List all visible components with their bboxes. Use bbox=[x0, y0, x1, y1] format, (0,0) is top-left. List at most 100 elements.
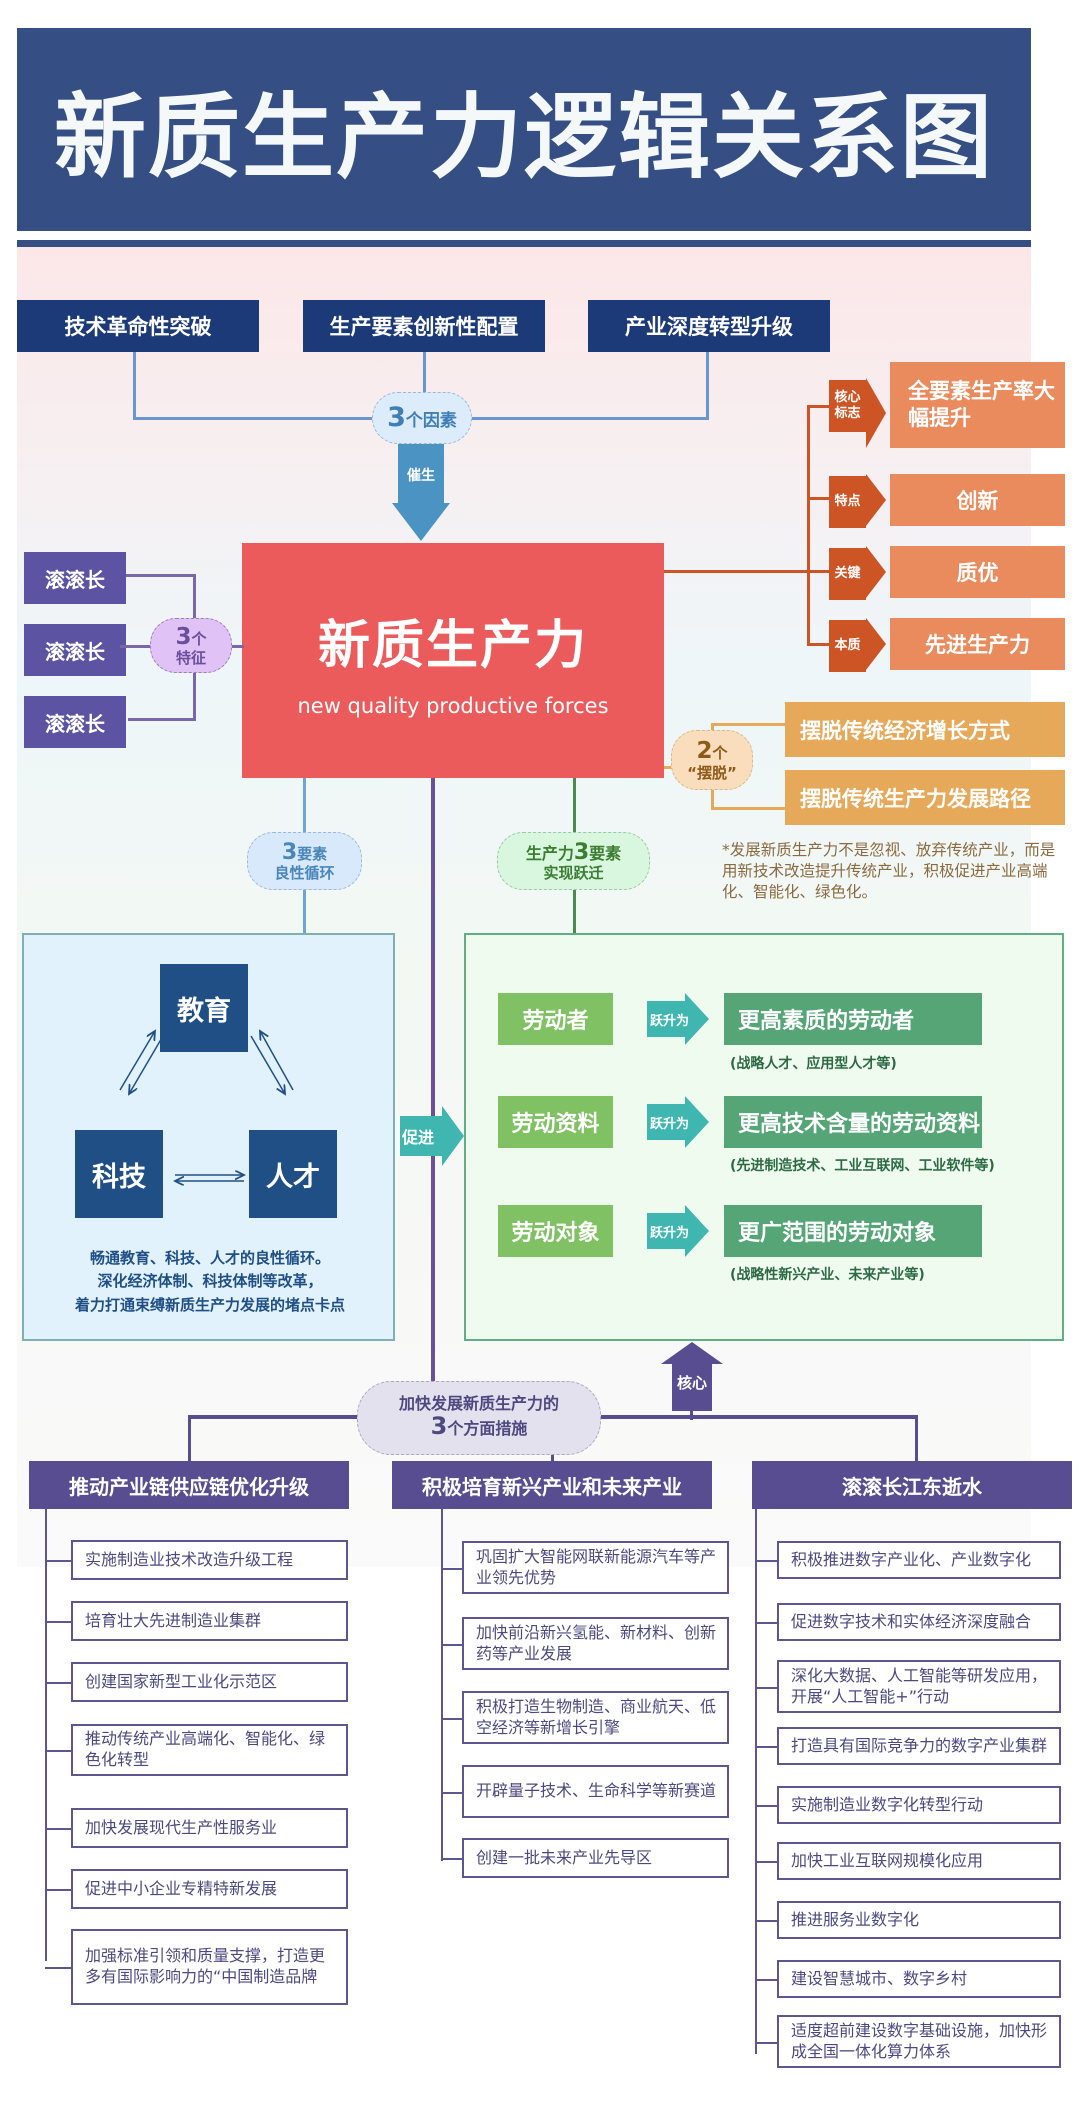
tree-branch bbox=[45, 1750, 71, 1752]
attribute-label-4: 本质 bbox=[829, 620, 866, 672]
tree-branch bbox=[45, 1621, 71, 1623]
catalyze-label: 催生 bbox=[407, 468, 435, 484]
bubble-label: 良性循环 bbox=[274, 864, 335, 883]
tree-branch bbox=[755, 2041, 777, 2044]
tree-line bbox=[441, 1509, 443, 1861]
tree-branch bbox=[755, 1979, 777, 1981]
arrow-talent-to-edu bbox=[260, 1031, 294, 1091]
factor-box-1: 技术革命性突破 bbox=[17, 300, 259, 352]
measure-head-1: 推动产业链供应链优化升级 bbox=[29, 1461, 349, 1509]
factor-box-2: 生产要素创新性配置 bbox=[303, 300, 545, 352]
connector-line bbox=[706, 352, 709, 420]
connector-line bbox=[664, 570, 810, 573]
breakaway-bubble: 2个 “摆脱” bbox=[671, 730, 753, 790]
measure-item: 加快前沿新兴氢能、新材料、创新药等产业发展 bbox=[462, 1617, 729, 1670]
measures-bubble: 加快发展新质生产力的 3个方面措施 bbox=[357, 1381, 601, 1455]
breakaway-item-2: 摆脱传统生产力发展路径 bbox=[785, 770, 1065, 825]
measure-item: 打造具有国际竞争力的数字产业集群 bbox=[777, 1727, 1061, 1765]
leap-bubble: 生产力3要素 实现跃迁 bbox=[497, 832, 650, 890]
connector-line bbox=[120, 645, 150, 648]
tree-branch bbox=[755, 1746, 777, 1748]
bubble-number: 3 bbox=[281, 839, 298, 865]
catalyze-arrow-shaft bbox=[398, 444, 444, 504]
bubble-number: 3 bbox=[175, 623, 192, 650]
features-bubble: 3个 特征 bbox=[150, 618, 232, 673]
cycle-arrows bbox=[119, 933, 294, 1341]
measure-item: 建设智慧城市、数字乡村 bbox=[777, 1960, 1061, 1998]
connector-line bbox=[915, 1415, 918, 1463]
labor-target-1: 更高素质的劳动者 bbox=[724, 993, 982, 1045]
measure-item: 加强标准引领和质量支撑，打造更多有国际影响力的“中国制造品牌 bbox=[71, 1929, 348, 2005]
labor-note-3: (战略性新兴产业、未来产业等) bbox=[730, 1267, 925, 1283]
tree-branch bbox=[441, 1858, 462, 1860]
cycle-description-line: 着力打通束缚新质生产力发展的堵点卡点 bbox=[74, 1295, 345, 1314]
connector-line bbox=[128, 718, 196, 721]
core-subtitle: new quality productive forces bbox=[297, 694, 609, 718]
cycle-bubble: 3要素 良性循环 bbox=[247, 832, 362, 890]
leap-arrow-icon bbox=[647, 993, 709, 1045]
tree-branch bbox=[45, 1967, 71, 1969]
cycle-description-line: 深化经济体制、科技体制等改革， bbox=[97, 1272, 323, 1291]
tree-branch bbox=[45, 1682, 71, 1684]
measure-item: 积极打造生物制造、商业航天、低空经济等新增长引擎 bbox=[462, 1691, 729, 1744]
attribute-value-3: 质优 bbox=[890, 546, 1065, 598]
feature-box-1: 滚滚长 bbox=[24, 552, 126, 604]
connector-line bbox=[230, 645, 244, 648]
arrow-tech-to-edu bbox=[119, 1031, 155, 1091]
attribute-value-1: 全要素生产率大幅提升 bbox=[890, 362, 1065, 448]
leap-arrow-icon bbox=[647, 1096, 709, 1148]
factors-bubble: 3个因素 bbox=[372, 392, 472, 444]
promote-arrow-shaft bbox=[400, 1116, 442, 1156]
feature-box-2: 滚滚长 bbox=[24, 624, 126, 676]
core-title: 新质生产力 bbox=[317, 616, 588, 676]
labor-target-2: 更高技术含量的劳动资料 bbox=[724, 1096, 982, 1148]
labor-source-3: 劳动对象 bbox=[498, 1205, 613, 1257]
measure-head-3: 滚滚长江东逝水 bbox=[752, 1461, 1072, 1509]
connector-line bbox=[711, 807, 786, 810]
connector-line bbox=[188, 1415, 191, 1463]
bubble-label: 实现跃迁 bbox=[543, 864, 604, 883]
measure-item: 开辟量子技术、生命科学等新赛道 bbox=[462, 1765, 729, 1818]
arrow-edu-to-tech bbox=[129, 1035, 164, 1094]
bubble-number: 3 bbox=[573, 839, 590, 865]
tree-branch bbox=[441, 1643, 462, 1646]
leap-arrow-icon bbox=[647, 1205, 709, 1257]
tree-line bbox=[45, 1509, 47, 1961]
title-banner: 新质生产力逻辑关系图 bbox=[17, 28, 1031, 231]
bubble-label: “摆脱” bbox=[687, 763, 737, 782]
title-divider bbox=[17, 240, 1031, 247]
labor-source-2: 劳动资料 bbox=[498, 1096, 613, 1148]
cycle-node-education: 教育 bbox=[160, 964, 248, 1052]
core-box: 新质生产力 new quality productive forces bbox=[242, 543, 664, 778]
attribute-value-4: 先进生产力 bbox=[890, 618, 1065, 670]
up-arrow-icon bbox=[661, 1342, 723, 1364]
connector-line bbox=[807, 405, 810, 645]
measure-item: 促进中小企业专精特新发展 bbox=[71, 1869, 348, 1909]
measure-item: 实施制造业数字化转型行动 bbox=[777, 1786, 1061, 1824]
connector-line bbox=[126, 574, 196, 577]
footnote: *发展新质生产力不是忽视、放弃传统产业，而是用新技术改造提升传统产业，积极促进产… bbox=[722, 841, 1056, 901]
bubble-label: 个方面措施 bbox=[447, 1419, 528, 1439]
page-title: 新质生产力逻辑关系图 bbox=[53, 83, 994, 191]
bubble-prefix: 生产力 bbox=[525, 843, 574, 863]
labor-note-1: (战略人才、应用型人才等) bbox=[730, 1056, 897, 1072]
right-arrow-icon bbox=[866, 378, 886, 448]
connector-line bbox=[807, 497, 831, 500]
bubble-number: 2 bbox=[696, 738, 713, 765]
cycle-description-line: 畅通教育、科技、人才的良性循环。 bbox=[89, 1249, 330, 1267]
labor-note-2: (先进制造技术、工业互联网、工业软件等) bbox=[730, 1158, 995, 1174]
labor-target-3: 更广范围的劳动对象 bbox=[724, 1205, 982, 1257]
attribute-label-1: 核心标志 bbox=[829, 380, 866, 432]
measure-item: 创建一批未来产业先导区 bbox=[462, 1838, 729, 1878]
measure-item: 推进服务业数字化 bbox=[777, 1901, 1061, 1939]
bubble-label: 加快发展新质生产力的 bbox=[398, 1394, 559, 1413]
measure-item: 深化大数据、人工智能等研发应用，开展“人工智能+”行动 bbox=[777, 1660, 1061, 1713]
cycle-node-talent: 人才 bbox=[249, 1130, 337, 1218]
tree-branch bbox=[45, 1560, 71, 1562]
right-arrow-icon bbox=[442, 1106, 464, 1166]
breakaway-item-1: 摆脱传统经济增长方式 bbox=[785, 702, 1065, 757]
attribute-label-3: 关键 bbox=[829, 548, 866, 600]
measure-item: 实施制造业技术改造升级工程 bbox=[71, 1540, 348, 1580]
cycle-description: 畅通教育、科技、人才的良性循环。 深化经济体制、科技体制等改革， 着力打通束缚新… bbox=[40, 1247, 380, 1317]
measure-item: 促进数字技术和实体经济深度融合 bbox=[777, 1603, 1061, 1641]
